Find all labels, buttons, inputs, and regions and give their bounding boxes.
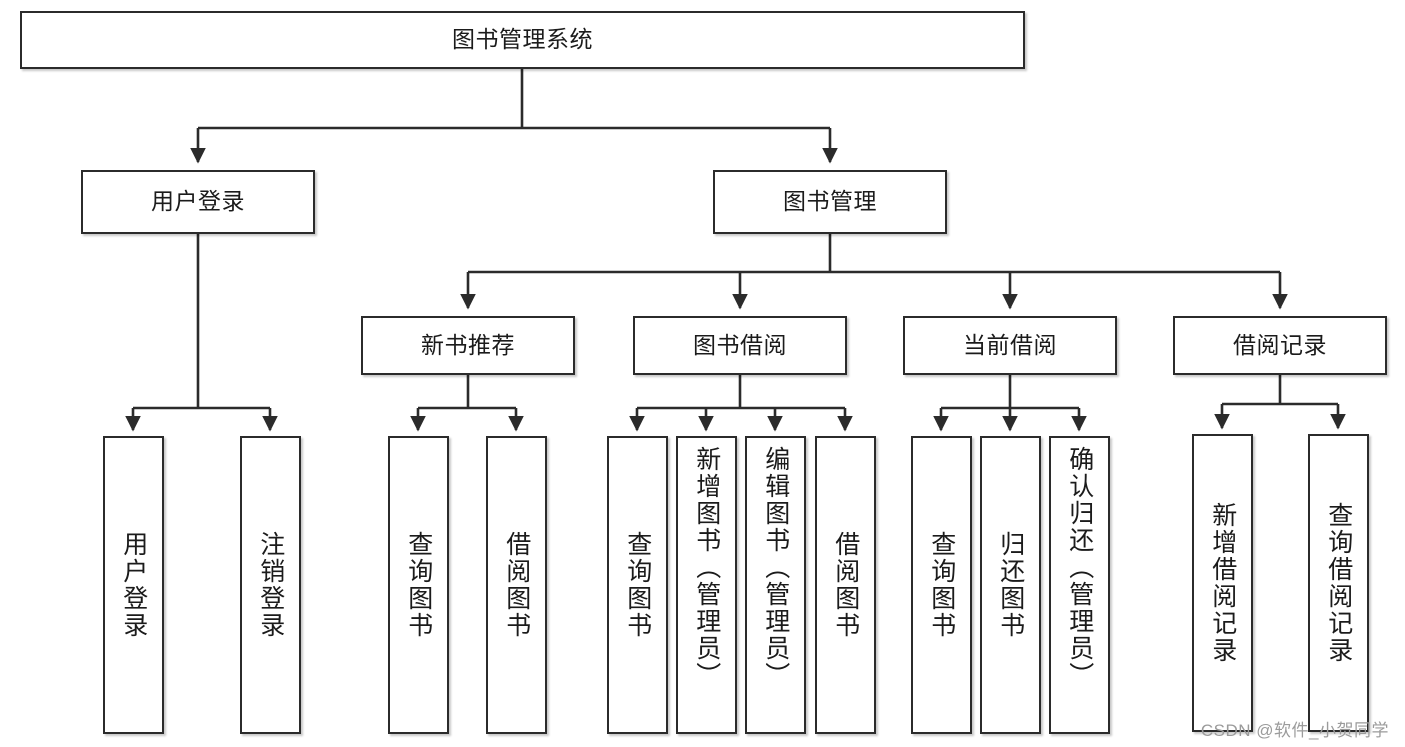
node-leaf-return-book[interactable]: 归还图书 [980,436,1041,734]
node-leaf-query-book-2-label: 查询图书 [623,531,652,639]
node-leaf-query-record[interactable]: 查询借阅记录 [1308,434,1369,732]
node-leaf-logout-login[interactable]: 注销登录 [240,436,301,734]
node-leaf-user-login-label: 用户登录 [119,531,148,639]
node-book-management[interactable]: 图书管理 [713,170,947,234]
node-leaf-query-book-1-label: 查询图书 [404,531,433,639]
node-root[interactable]: 图书管理系统 [20,11,1025,69]
node-leaf-edit-book[interactable]: 编辑图书（管理员） [745,436,806,734]
node-leaf-borrow-book-1-label: 借阅图书 [502,531,531,639]
node-user-login[interactable]: 用户登录 [81,170,315,234]
node-leaf-edit-book-label: 编辑图书（管理员） [761,446,790,689]
node-current-borrow[interactable]: 当前借阅 [903,316,1117,375]
node-leaf-add-record[interactable]: 新增借阅记录 [1192,434,1253,732]
node-leaf-return-book-label: 归还图书 [996,531,1025,639]
node-leaf-logout-login-label: 注销登录 [256,531,285,639]
node-leaf-query-book-1[interactable]: 查询图书 [388,436,449,734]
node-leaf-borrow-book-1[interactable]: 借阅图书 [486,436,547,734]
node-leaf-confirm-return[interactable]: 确认归还（管理员） [1049,436,1110,734]
node-user-login-label: 用户登录 [151,188,245,215]
node-leaf-user-login[interactable]: 用户登录 [103,436,164,734]
node-borrow-record[interactable]: 借阅记录 [1173,316,1387,375]
node-leaf-add-record-label: 新增借阅记录 [1208,502,1237,664]
node-leaf-borrow-book-2-label: 借阅图书 [831,531,860,639]
csdn-watermark: CSDN @软件_小贺同学 [1200,721,1389,740]
node-leaf-add-book[interactable]: 新增图书（管理员） [676,436,737,734]
node-root-label: 图书管理系统 [452,26,593,53]
node-leaf-add-book-label: 新增图书（管理员） [692,446,721,689]
node-new-book-recommend[interactable]: 新书推荐 [361,316,575,375]
node-book-management-label: 图书管理 [783,188,877,215]
node-leaf-confirm-return-label: 确认归还（管理员） [1065,446,1094,689]
node-leaf-borrow-book-2[interactable]: 借阅图书 [815,436,876,734]
node-leaf-query-book-3-label: 查询图书 [927,531,956,639]
node-leaf-query-record-label: 查询借阅记录 [1324,502,1353,664]
node-current-borrow-label: 当前借阅 [963,331,1057,358]
node-leaf-query-book-3[interactable]: 查询图书 [911,436,972,734]
node-borrow-record-label: 借阅记录 [1233,331,1327,358]
node-leaf-query-book-2[interactable]: 查询图书 [607,436,668,734]
node-book-borrow-label: 图书借阅 [693,331,787,358]
node-book-borrow[interactable]: 图书借阅 [633,316,847,375]
node-new-book-recommend-label: 新书推荐 [421,331,515,358]
